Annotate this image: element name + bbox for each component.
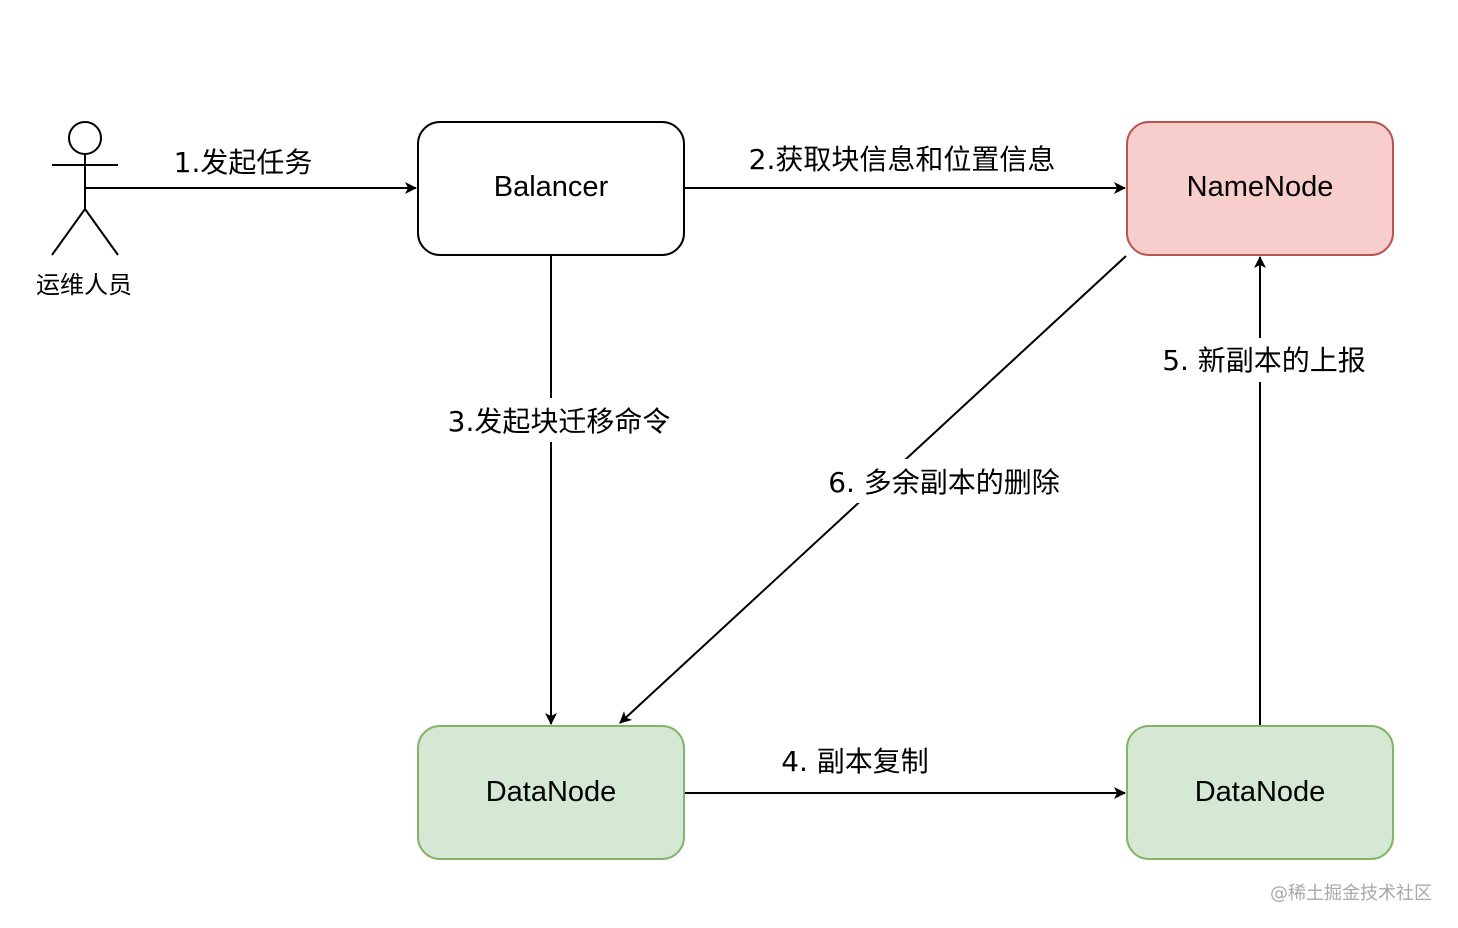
edge-migrate-command: 3.发起块迁移命令 [436, 256, 682, 725]
node-balancer-label: Balancer [494, 171, 609, 203]
actor-ops-person: 运维人员 [36, 121, 132, 299]
edge-delete-extra-replica-label-bg [815, 459, 1073, 503]
edge-start-task: 1.发起任务 [85, 146, 417, 194]
edge-get-block-info-label: 2.获取块信息和位置信息 [749, 143, 1056, 176]
node-datanode-source: DataNode [417, 725, 685, 860]
edge-report-new-replica-label-bg [1150, 338, 1380, 382]
node-balancer-box [417, 121, 685, 256]
watermark: @稀土掘金技术社区 [1270, 883, 1432, 904]
node-datanode-source-label: DataNode [486, 776, 617, 808]
node-namenode-label: NameNode [1187, 171, 1334, 203]
edge-delete-extra-replica: 6. 多余副本的删除 [619, 255, 1127, 724]
actor-left-leg [51, 208, 86, 256]
edge-replica-copy-label: 4. 副本复制 [781, 745, 929, 778]
actor-head [68, 121, 102, 155]
node-datanode-source-box [417, 725, 685, 860]
edge-report-new-replica: 5. 新副本的上报 [1150, 256, 1380, 725]
node-balancer: Balancer [417, 121, 685, 256]
node-namenode: NameNode [1126, 121, 1394, 256]
edge-start-task-label: 1.发起任务 [174, 146, 313, 179]
node-namenode-box [1126, 121, 1394, 256]
node-datanode-target-label: DataNode [1195, 776, 1326, 808]
actor-label: 运维人员 [36, 271, 132, 299]
edge-migrate-command-label-bg [436, 398, 682, 442]
edge-migrate-command-label: 3.发起块迁移命令 [448, 405, 671, 438]
node-datanode-target-box [1126, 725, 1394, 860]
edge-delete-extra-replica-label: 6. 多余副本的删除 [828, 466, 1060, 499]
node-datanode-target: DataNode [1126, 725, 1394, 860]
actor-right-leg [84, 208, 119, 256]
edge-get-block-info: 2.获取块信息和位置信息 [685, 143, 1126, 194]
edge-replica-copy: 4. 副本复制 [685, 745, 1126, 799]
edge-report-new-replica-label: 5. 新副本的上报 [1162, 344, 1366, 377]
